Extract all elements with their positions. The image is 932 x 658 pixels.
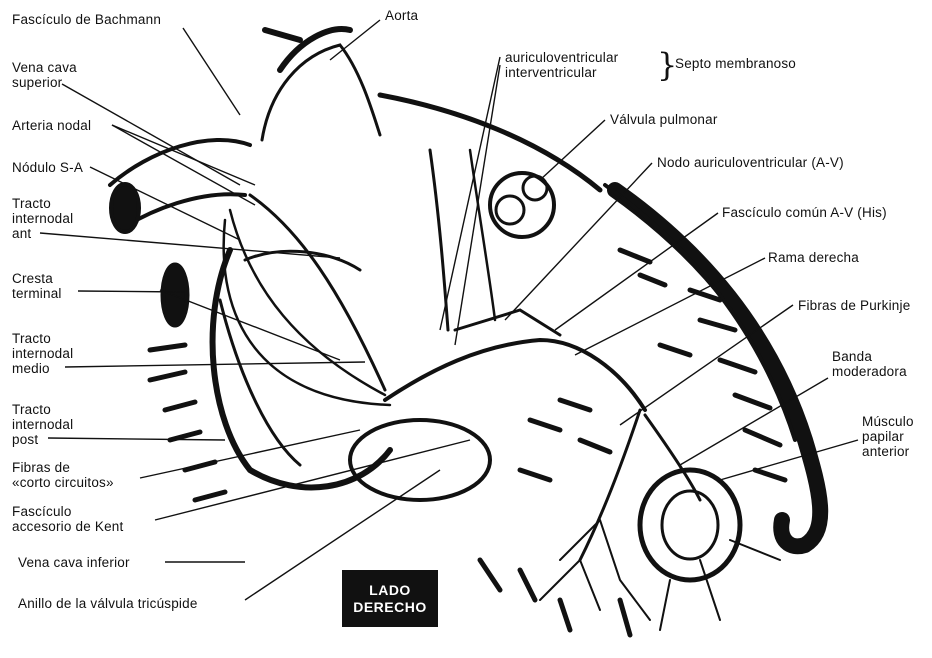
- label-vena-cava-inferior: Vena cava inferior: [18, 555, 130, 570]
- label-rama-derecha: Rama derecha: [768, 250, 859, 265]
- label-bachmann: Fascículo de Bachmann: [12, 12, 161, 27]
- tricuspid-ring: [350, 420, 490, 500]
- label-his: Fascículo común A-V (His): [722, 205, 887, 220]
- label-arteria-nodal: Arteria nodal: [12, 118, 91, 133]
- label-nodulo-sa: Nódulo S-A: [12, 160, 83, 175]
- badge-line-2: DERECHO: [342, 599, 438, 616]
- his-bundle: [385, 340, 645, 410]
- label-fibras-corto-circuitos: Fibras de«corto circuitos»: [12, 460, 114, 490]
- label-septo-membranoso: Septo membranoso: [675, 56, 796, 71]
- lado-derecho-badge: LADO DERECHO: [342, 570, 438, 627]
- ventricle-top-wall: [380, 95, 600, 190]
- purkinje-branches: [580, 410, 640, 560]
- internodal-tracts: [250, 195, 385, 390]
- label-purkinje: Fibras de Purkinje: [798, 298, 910, 313]
- label-nodo-av: Nodo auriculoventricular (A-V): [657, 155, 844, 170]
- label-aorta: Aorta: [385, 8, 418, 23]
- trabeculae-hatching: [150, 250, 785, 635]
- right-atrium-outline: [213, 250, 390, 487]
- ventricle-outer-wall: [615, 190, 820, 546]
- badge-line-1: LADO: [342, 582, 438, 599]
- aorta-outline: [262, 45, 380, 140]
- label-anillo-tricuspide: Anillo de la válvula tricúspide: [18, 596, 198, 611]
- papillary-muscle: [640, 470, 740, 580]
- label-valvula-pulmonar: Válvula pulmonar: [610, 112, 718, 127]
